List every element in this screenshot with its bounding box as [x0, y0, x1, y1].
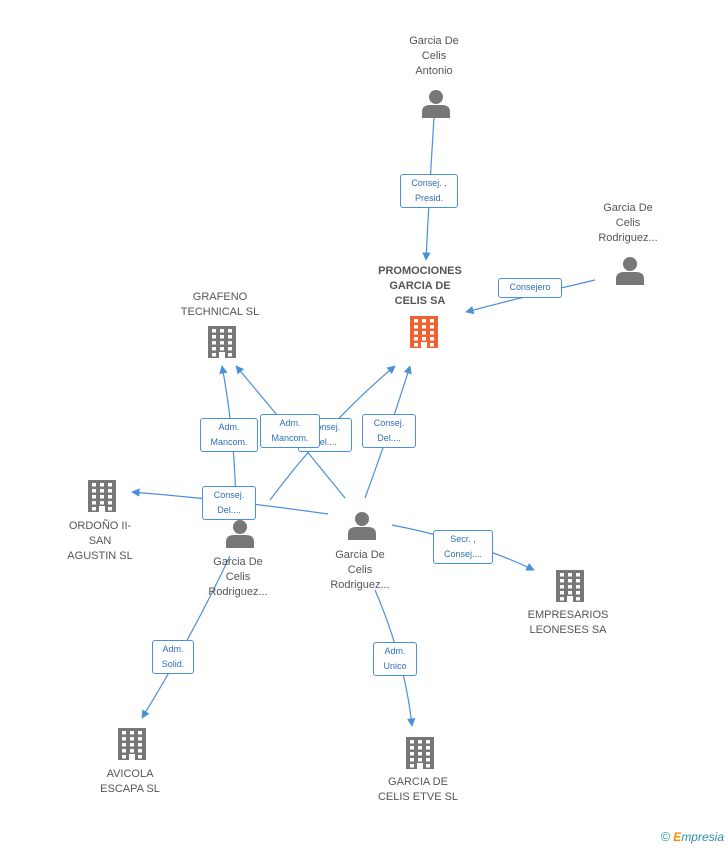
building-icon-ordono[interactable] — [88, 480, 116, 512]
brand-logo-initial: E — [673, 830, 682, 844]
edge-label-left-avicola[interactable]: Adm. Solid. — [152, 640, 194, 674]
node-label-promociones[interactable]: PROMOCIONES GARCIA DE CELIS SA — [378, 265, 462, 307]
node-label-ordono[interactable]: ORDOÑO II- SAN AGUSTIN SL — [67, 520, 133, 562]
person-icon-rodriguez-center[interactable] — [348, 512, 376, 540]
person-icon-antonio[interactable] — [422, 90, 450, 118]
brand-logo-text: mpresia — [681, 830, 724, 844]
node-label-rodriguez-center[interactable]: Garcia De Celis Rodriguez... — [330, 549, 390, 591]
edge-label-center-grafeno[interactable]: Adm. Mancom. — [260, 414, 320, 448]
node-label-avicola[interactable]: AVICOLA ESCAPA SL — [100, 768, 160, 795]
node-label-empresarios[interactable]: EMPRESARIOS LEONESES SA — [527, 609, 609, 636]
building-icon-avicola[interactable] — [118, 728, 146, 760]
building-icon-etve[interactable] — [406, 737, 434, 769]
node-label-rodriguez-left[interactable]: Garcia De Celis Rodriguez... — [208, 556, 268, 598]
node-label-rodriguez-top[interactable]: Garcia De Celis Rodriguez... — [598, 202, 658, 244]
edge-left-avicola — [141, 555, 231, 719]
edge-label-center-etve[interactable]: Adm. Unico — [373, 642, 417, 676]
node-label-grafeno[interactable]: GRAFENO TECHNICAL SL — [180, 291, 260, 318]
person-icon-rodriguez-top[interactable] — [616, 257, 644, 285]
copyright-icon: © — [660, 829, 671, 844]
building-icon-grafeno[interactable] — [208, 326, 236, 358]
edge-label-left-promociones[interactable]: Consej. Del.... — [362, 414, 416, 448]
node-label-etve[interactable]: GARCIA DE CELIS ETVE SL — [377, 776, 459, 803]
building-icon-empresarios[interactable] — [556, 570, 584, 602]
node-label-antonio[interactable]: Garcia De Celis Antonio — [409, 35, 459, 77]
edge-label-antonio-promociones[interactable]: Consej. , Presid. — [400, 174, 458, 208]
building-icon-promociones[interactable] — [410, 316, 438, 348]
person-icon-rodriguez-left[interactable] — [226, 520, 254, 548]
brand-footer: ©Empresia — [661, 829, 724, 844]
edge-label-center-empresarios[interactable]: Secr. , Consej.... — [433, 530, 493, 564]
edge-label-rodtop-promociones[interactable]: Consejero — [498, 278, 562, 298]
icons — [88, 90, 644, 769]
edge-label-left-grafeno[interactable]: Adm. Mancom. — [200, 418, 258, 452]
edge-label-center-ordono[interactable]: Consej. Del.... — [202, 486, 256, 520]
